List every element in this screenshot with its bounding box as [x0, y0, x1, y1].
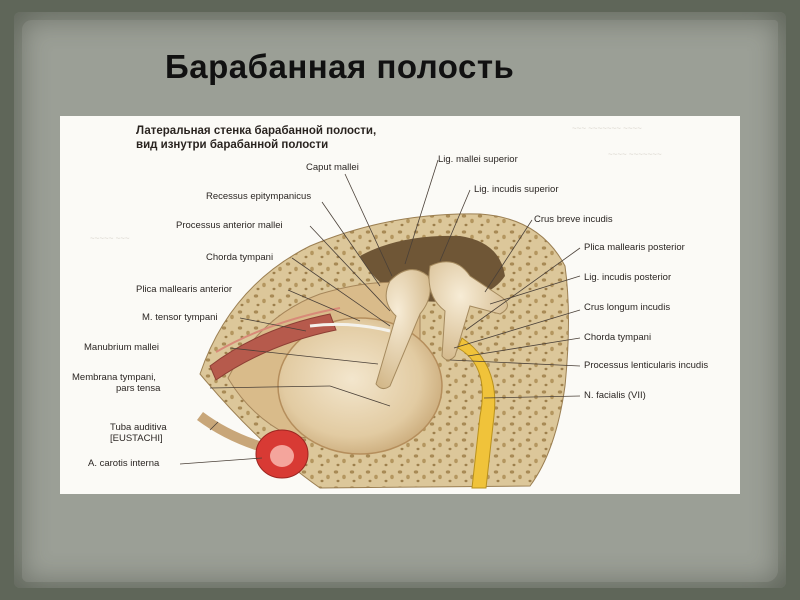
label-m-tensor-tympani: M. tensor tympani: [142, 312, 218, 323]
label-processus-lenticularis-incudis: Processus lenticularis incudis: [584, 360, 709, 371]
label-lig-incudis-posterior: Lig. incudis posterior: [584, 272, 672, 283]
label-a-carotis-interna: A. carotis interna: [88, 458, 160, 469]
slide-title: Барабанная полость: [165, 48, 515, 85]
bleed-through-text: ~~~ ~~~~~~~ ~~~~: [572, 124, 642, 133]
label-tuba-auditiva: Tuba auditiva [EUSTACHI]: [110, 422, 167, 444]
label-chorda-tympani-right: Chorda tympani: [584, 332, 652, 343]
label-manubrium-mallei: Manubrium mallei: [84, 342, 159, 353]
label-membrana-tympani-line1: Membrana tympani,: [72, 372, 156, 383]
label-plica-mallearis-posterior: Plica mallearis posterior: [584, 242, 685, 253]
bleed-through-text: ~~~~~ ~~~: [90, 234, 130, 243]
label-chorda-tympani-left: Chorda tympani: [206, 252, 274, 263]
bleed-through-text: ~~~~ ~~~~~~~: [608, 150, 662, 159]
label-crus-breve-incudis: Crus breve incudis: [534, 214, 613, 225]
label-membrana-tympani-line2: pars tensa: [116, 383, 161, 394]
label-processus-anterior-mallei: Processus anterior mallei: [176, 220, 283, 231]
ear-illustration: [179, 159, 581, 489]
figure-caption: Латеральная стенка барабанной полости, в…: [136, 124, 416, 152]
label-membrana-tympani: Membrana tympani, pars tensa: [72, 372, 160, 394]
figure-caption-line1: Латеральная стенка барабанной полости,: [136, 125, 377, 137]
figure-caption-line2: вид изнутри барабанной полости: [136, 139, 329, 151]
label-tuba-auditiva-line1: Tuba auditiva: [110, 422, 167, 433]
label-plica-mallearis-anterior: Plica mallearis anterior: [136, 284, 233, 295]
label-caput-mallei: Caput mallei: [306, 162, 359, 173]
label-crus-longum-incudis: Crus longum incudis: [584, 302, 671, 313]
label-lig-mallei-superior: Lig. mallei superior: [438, 154, 518, 165]
anatomy-figure: ~~~ ~~~~~~~ ~~~~ ~~~~ ~~~~~~~ ~~~~~ ~~~: [60, 116, 740, 494]
label-tuba-auditiva-line2: [EUSTACHI]: [110, 433, 163, 444]
label-recessus-epitympanicus: Recessus epitympanicus: [206, 191, 312, 202]
label-n-facialis: N. facialis (VII): [584, 390, 646, 401]
label-lig-incudis-superior: Lig. incudis superior: [474, 184, 559, 195]
